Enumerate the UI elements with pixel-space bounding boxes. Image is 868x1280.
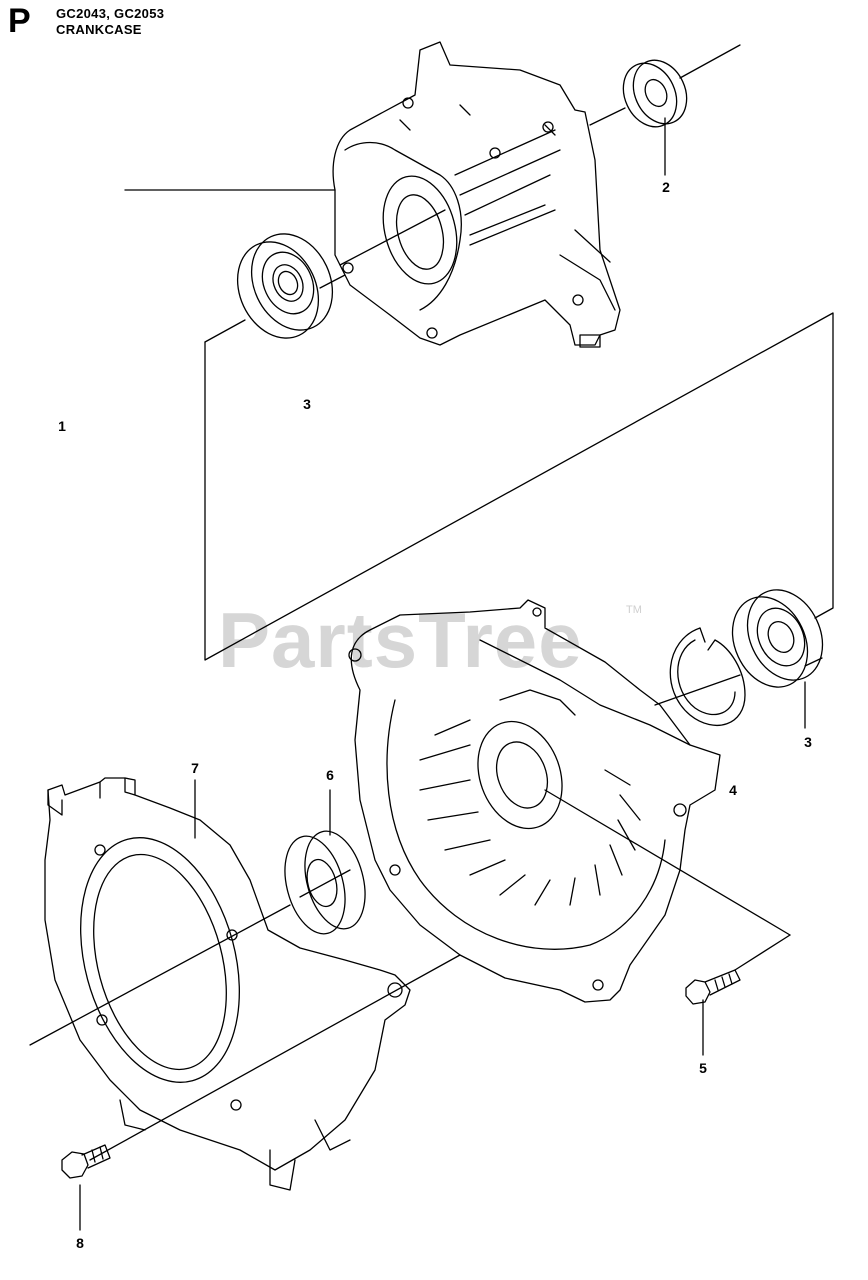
callout-6: 6: [326, 767, 334, 783]
callout-7: 7: [191, 760, 199, 776]
screw-left: [62, 1145, 110, 1178]
callout-3-upper: 3: [303, 396, 311, 412]
callout-5: 5: [699, 1060, 707, 1076]
ball-bearing-upper: [222, 221, 347, 352]
fan-housing: [45, 778, 410, 1190]
callout-2: 2: [662, 179, 670, 195]
callout-1: 1: [58, 418, 66, 434]
callout-3-right: 3: [804, 734, 812, 750]
screw-right: [686, 970, 740, 1004]
model-numbers: GC2043, GC2053: [56, 6, 165, 21]
callout-4: 4: [729, 782, 737, 798]
watermark: PartsTree: [218, 596, 583, 684]
seal-ring-middle: [275, 824, 375, 940]
watermark-tm: TM: [626, 604, 642, 616]
assembly-bracket: [205, 313, 833, 660]
section-letter: P: [8, 2, 31, 40]
seal-ring-top: [613, 52, 696, 136]
leader-lines: [30, 45, 822, 1230]
section-title: CRANKCASE: [56, 22, 142, 37]
callout-8: 8: [76, 1235, 84, 1251]
crankcase-lower-half: [349, 600, 720, 1002]
crankcase-upper-half: [333, 42, 620, 347]
circlip: [670, 628, 745, 725]
ball-bearing-right: [718, 578, 836, 700]
